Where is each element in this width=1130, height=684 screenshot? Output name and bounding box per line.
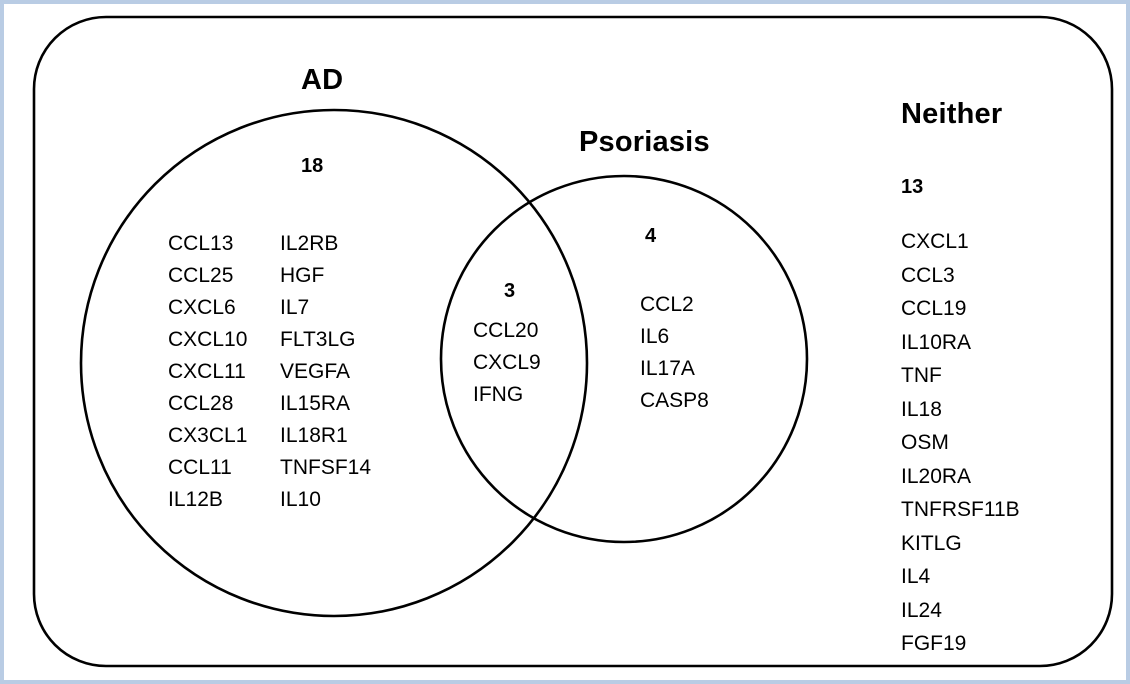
gene-item: CXCL6 <box>168 296 236 319</box>
ad-set-circle <box>79 108 589 618</box>
psoriasis-set-circle <box>439 174 809 544</box>
intersection-gene-column: CCL20 CXCL9 IFNG <box>473 315 541 411</box>
gene-item: FLT3LG <box>280 328 356 351</box>
psoriasis-only-count: 4 <box>645 225 657 247</box>
gene-item: CCL3 <box>901 263 955 287</box>
gene-item: CCL19 <box>901 297 967 320</box>
psoriasis-set-title: Psoriasis <box>579 126 710 158</box>
gene-item: IL10 <box>280 488 321 511</box>
gene-item: TNF <box>901 364 942 387</box>
gene-item: IL7 <box>280 296 310 319</box>
gene-item: IL20RA <box>901 464 972 488</box>
gene-item: CCL25 <box>168 264 234 287</box>
psoriasis-gene-column: CCL2 IL6 IL17A CASP8 <box>640 289 709 417</box>
gene-item: TNFSF14 <box>280 456 372 479</box>
gene-item: HGF <box>280 264 325 287</box>
gene-item: CCL13 <box>168 232 234 255</box>
gene-item: CCL20 <box>473 319 539 342</box>
gene-item: CASP8 <box>640 389 709 412</box>
gene-item: TNFRSF11B <box>901 498 1020 521</box>
neither-count: 13 <box>901 176 924 198</box>
gene-item: IL12B <box>168 488 223 511</box>
ad-gene-column-left: CCL13 CCL25 CXCL6 CXCL10 CXCL11 CCL28 CX… <box>168 228 247 516</box>
gene-item: CXCL11 <box>168 360 246 383</box>
gene-item: CXCL1 <box>901 230 969 253</box>
gene-item: KITLG <box>901 531 962 555</box>
intersection-count: 3 <box>504 280 516 302</box>
neither-gene-column: CXCL1 CCL3 CCL19 IL10RA TNF IL18 OSM IL2… <box>901 225 1020 661</box>
gene-item: CCL2 <box>640 293 694 316</box>
gene-item: OSM <box>901 431 949 454</box>
gene-item: IL6 <box>640 325 670 348</box>
universe-boundary-rect <box>32 15 1114 668</box>
gene-item: CCL11 <box>168 456 232 479</box>
ad-only-count: 18 <box>301 155 324 177</box>
gene-item: VEGFA <box>280 360 351 383</box>
gene-item: IL17A <box>640 357 695 380</box>
venn-labels-layer: AD Psoriasis Neither 18 3 4 13 CCL13 CCL… <box>4 4 1126 680</box>
venn-shapes <box>32 15 1114 668</box>
gene-item: IFNG <box>473 383 524 406</box>
ad-set-title: AD <box>301 64 344 96</box>
gene-item: IL2RB <box>280 232 339 255</box>
gene-item: CX3CL1 <box>168 424 248 447</box>
gene-item: CXCL10 <box>168 328 248 351</box>
neither-set-title: Neither <box>901 98 1003 130</box>
gene-item: IL18R1 <box>280 424 348 447</box>
ad-gene-column-right: IL2RB HGF IL7 FLT3LG VEGFA IL15RA IL18R1… <box>280 228 371 516</box>
gene-item: IL15RA <box>280 392 351 415</box>
gene-item: IL24 <box>901 598 942 622</box>
gene-item: IL4 <box>901 565 931 588</box>
gene-item: IL18 <box>901 397 942 421</box>
gene-item: IL10RA <box>901 330 972 354</box>
gene-item: CXCL9 <box>473 351 541 374</box>
gene-item: CCL28 <box>168 392 234 415</box>
gene-item: FGF19 <box>901 632 967 655</box>
